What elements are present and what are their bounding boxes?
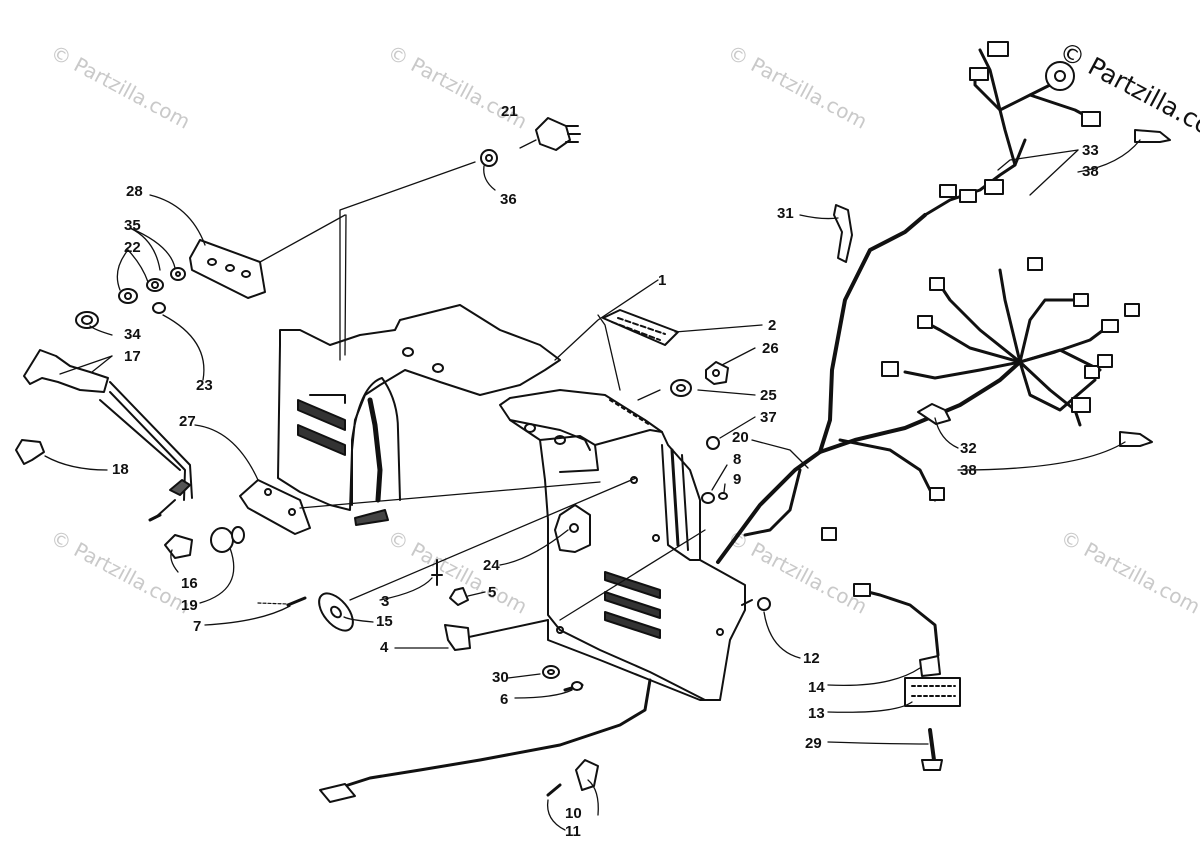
left-parts [15, 239, 389, 632]
callout-37: 37 [760, 409, 777, 426]
callout-33: 33 [1082, 142, 1099, 159]
callout-31: 31 [777, 205, 794, 222]
callout-11: 11 [565, 823, 581, 840]
callout-5: 5 [488, 584, 497, 601]
callout-13: 13 [808, 705, 825, 722]
hardware [431, 117, 771, 797]
callout-12: 12 [803, 650, 820, 667]
callout-38: 38 [1082, 163, 1099, 180]
callout-10: 10 [565, 805, 582, 822]
callout-22: 22 [124, 239, 141, 256]
callout-23: 23 [196, 377, 213, 394]
callout-4: 4 [380, 639, 389, 656]
callout-38: 38 [960, 462, 977, 479]
callout-8: 8 [733, 451, 742, 468]
leader-lines [44, 139, 1141, 831]
callout-28: 28 [126, 183, 143, 200]
callout-34: 34 [124, 326, 141, 343]
callout-27: 27 [179, 413, 196, 430]
callout-19: 19 [181, 597, 198, 614]
callout-18: 18 [112, 461, 129, 478]
callout-17: 17 [124, 348, 141, 365]
wiring-harness [319, 41, 1171, 803]
callout-30: 30 [492, 669, 509, 686]
callout-24: 24 [483, 557, 500, 574]
callout-36: 36 [500, 191, 517, 208]
callout-20: 20 [732, 429, 749, 446]
callout-35: 35 [124, 217, 141, 234]
callout-25: 25 [760, 387, 777, 404]
callout-9: 9 [733, 471, 742, 488]
callout-32: 32 [960, 440, 977, 457]
callout-14: 14 [808, 679, 825, 696]
callout-7: 7 [193, 618, 202, 635]
callout-6: 6 [500, 691, 509, 708]
callout-26: 26 [762, 340, 779, 357]
callout-3: 3 [381, 593, 390, 610]
callout-16: 16 [181, 575, 198, 592]
callout-15: 15 [376, 613, 393, 630]
callout-1: 1 [658, 272, 667, 289]
bracket [554, 504, 591, 553]
callout-21: 21 [501, 103, 518, 120]
callout-2: 2 [768, 317, 777, 334]
callout-29: 29 [805, 735, 822, 752]
console-housing [277, 304, 746, 701]
